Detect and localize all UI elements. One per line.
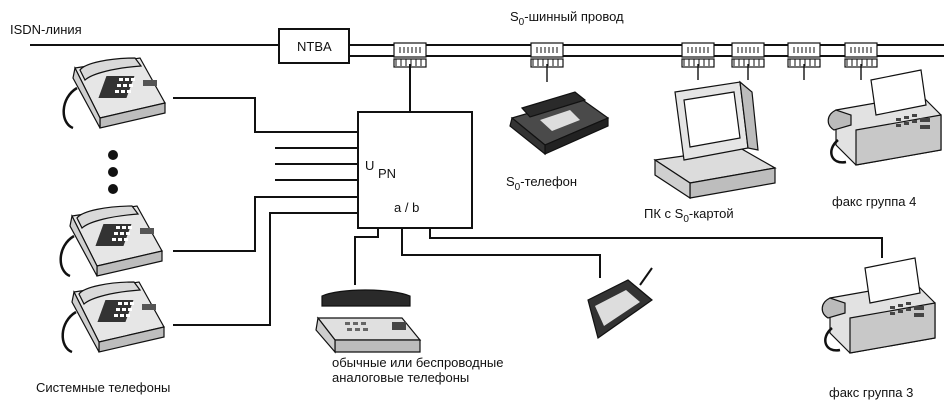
analog-phones-label-1: обычные или беспроводные xyxy=(332,355,503,370)
cordless-phone-icon xyxy=(587,267,653,339)
pbx-pn-label: PN xyxy=(378,166,396,181)
ntba-box xyxy=(278,28,350,64)
isdn-line-label: ISDN-линия xyxy=(10,22,82,37)
fax-group-4-label: факс группа 4 xyxy=(832,194,916,209)
bus-jack xyxy=(393,42,427,68)
fax-group-3-label: факс группа 3 xyxy=(829,385,913,400)
analog-phone-icon xyxy=(315,289,422,354)
fax-group-4-icon xyxy=(826,68,943,167)
bus-jack xyxy=(844,42,878,68)
bus-jack xyxy=(530,42,564,68)
pc-label: ПК с S0-картой xyxy=(644,206,734,225)
pbx-u-label: U xyxy=(365,158,374,173)
s0-bus-label: S0-шинный провод xyxy=(510,9,624,28)
system-phones-label: Системные телефоны xyxy=(36,380,170,395)
system-phone-2 xyxy=(59,204,164,278)
fax-group-3-icon xyxy=(820,256,937,355)
system-phone-3 xyxy=(61,280,166,354)
ellipsis-dots xyxy=(108,150,118,194)
bus-jack xyxy=(787,42,821,68)
ntba-label: NTBA xyxy=(297,39,332,54)
pbx-box xyxy=(357,111,473,229)
analog-phones-label-2: аналоговые телефоны xyxy=(332,370,469,385)
s0-phone-label: S0-телефон xyxy=(506,174,577,193)
system-phone-1 xyxy=(62,56,167,130)
bus-jack xyxy=(681,42,715,68)
pbx-ab-label: a / b xyxy=(394,200,419,215)
pc-icon xyxy=(653,80,777,200)
s0-phone-icon xyxy=(509,91,610,156)
bus-jack xyxy=(731,42,765,68)
